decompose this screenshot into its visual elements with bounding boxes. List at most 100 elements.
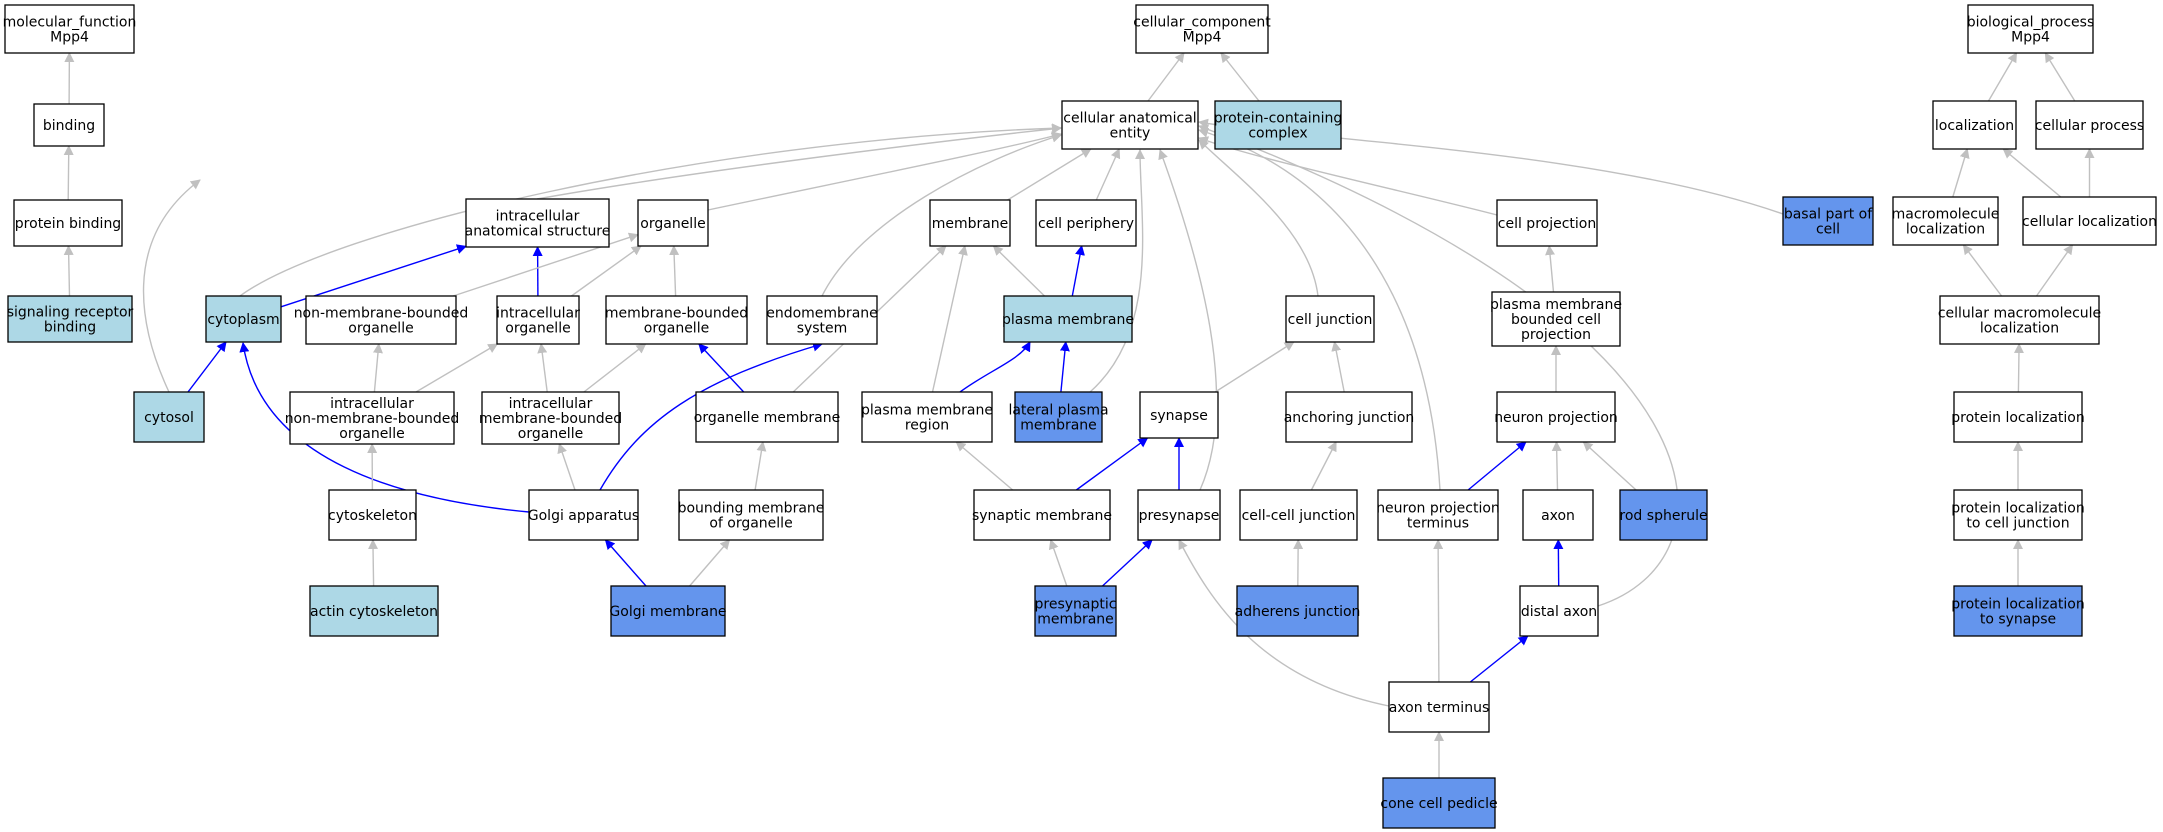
node-box — [328, 489, 417, 541]
node-label: cellular_component — [1133, 15, 1271, 31]
node-label: cell junction — [1288, 312, 1373, 328]
node-plasma-membrane[interactable]: plasma membrane — [1002, 295, 1134, 343]
node-label: of organelle — [709, 516, 792, 532]
node-golgi-membrane[interactable]: Golgi membrane — [609, 585, 727, 637]
edge-syn_membrane-to-pmr — [955, 441, 1014, 491]
node-label: intracellular — [330, 396, 414, 412]
node-box — [1967, 4, 2094, 54]
node-box — [1496, 199, 1598, 247]
node-cone-cell-pedicle[interactable]: cone cell pedicle — [1380, 777, 1498, 829]
node-label: bounding membrane — [678, 501, 825, 517]
node-organelle[interactable]: organelle — [637, 199, 709, 247]
node-cell-cell-junction[interactable]: cell-cell junction — [1239, 489, 1358, 541]
node-cell-periphery[interactable]: cell periphery — [1035, 199, 1137, 247]
node-label: synaptic membrane — [972, 508, 1112, 524]
node-synapse[interactable]: synapse — [1139, 391, 1219, 439]
node-rod-spherule[interactable]: rod spherule — [1619, 489, 1708, 541]
edge-line — [698, 343, 745, 393]
node-box — [2035, 100, 2144, 150]
node-cell-junction[interactable]: cell junction — [1285, 295, 1375, 343]
edge-cae-to-cc — [1147, 52, 1185, 102]
node-presynapse[interactable]: presynapse — [1137, 489, 1221, 541]
node-box — [605, 295, 748, 345]
node-label: neuron projection — [1376, 501, 1500, 517]
edge-line — [1433, 539, 1444, 683]
node-cytoskeleton[interactable]: cytoskeleton — [328, 489, 417, 541]
node-protein-binding[interactable]: protein binding — [13, 199, 123, 247]
node-label: protein localization — [1951, 597, 2084, 613]
node-label: plasma membrane — [1002, 312, 1134, 328]
edge-golgi-to-cytoplasm — [239, 342, 530, 513]
node-synaptic-membrane[interactable]: synaptic membrane — [972, 489, 1112, 541]
node-cellular-localization[interactable]: cellular localization — [2022, 196, 2157, 246]
node-protein-localization[interactable]: protein localization — [1951, 391, 2085, 443]
node-neuron-projection[interactable]: neuron projection — [1494, 391, 1618, 443]
edge-cytosol-to-cytoplasm — [187, 341, 227, 393]
node-axon-terminus[interactable]: axon terminus — [1388, 681, 1490, 733]
edge-npt-to-neuron_projection — [1467, 441, 1527, 491]
node-cellular-process[interactable]: cellular process — [2035, 100, 2144, 150]
edge-golgi_membrane-to-golgi — [604, 539, 647, 587]
node-organelle-membrane[interactable]: organelle membrane — [694, 391, 840, 443]
edge-line — [1071, 245, 1085, 297]
node-box — [973, 489, 1111, 541]
edge-line — [1551, 441, 1562, 491]
node-label: organelle — [339, 426, 404, 442]
node-membrane[interactable]: membrane — [929, 199, 1011, 247]
node-binding[interactable]: binding — [33, 103, 105, 147]
edge-membrane-to-cae — [1007, 148, 1092, 201]
edge-line — [1310, 441, 1337, 491]
node-box — [1496, 391, 1616, 443]
node-golgi-apparatus[interactable]: Golgi apparatus — [528, 489, 639, 541]
node-axon[interactable]: axon — [1522, 489, 1594, 541]
edge-plasma_membrane-to-cell_periphery — [1071, 245, 1085, 297]
node-label: rod spherule — [1619, 508, 1707, 524]
node-box — [481, 391, 620, 445]
node-label: adherens junction — [1235, 604, 1361, 620]
node-label: terminus — [1407, 516, 1469, 532]
edge-organelle-to-cae — [707, 131, 1062, 211]
edge-pcc-to-cc — [1220, 52, 1260, 102]
edge-line — [63, 245, 74, 297]
node-cell-projection[interactable]: cell projection — [1496, 199, 1598, 247]
node-label: organelle — [348, 321, 413, 337]
node-intracellular-non-membrane-bounded-organelle[interactable]: intracellularnon-membrane-boundedorganel… — [285, 391, 460, 445]
node-cytoplasm[interactable]: cytoplasm — [205, 295, 282, 343]
node-anchoring-junction[interactable]: anchoring junction — [1284, 391, 1415, 443]
edge-presynapse-to-cae — [1158, 149, 1218, 491]
node-label: cellular process — [2035, 118, 2144, 134]
node-cytosol[interactable]: cytosol — [133, 391, 205, 443]
node-label: organelle membrane — [694, 410, 840, 426]
node-box — [678, 489, 824, 541]
node-box — [13, 199, 123, 247]
node-localization[interactable]: localization — [1932, 100, 2017, 150]
node-distal-axon[interactable]: distal axon — [1519, 585, 1599, 637]
node-box — [309, 585, 439, 637]
node-box — [1034, 585, 1117, 637]
node-adherens-junction[interactable]: adherens junction — [1235, 585, 1361, 637]
node-actin-cytoskeleton[interactable]: actin cytoskeleton — [309, 585, 439, 637]
